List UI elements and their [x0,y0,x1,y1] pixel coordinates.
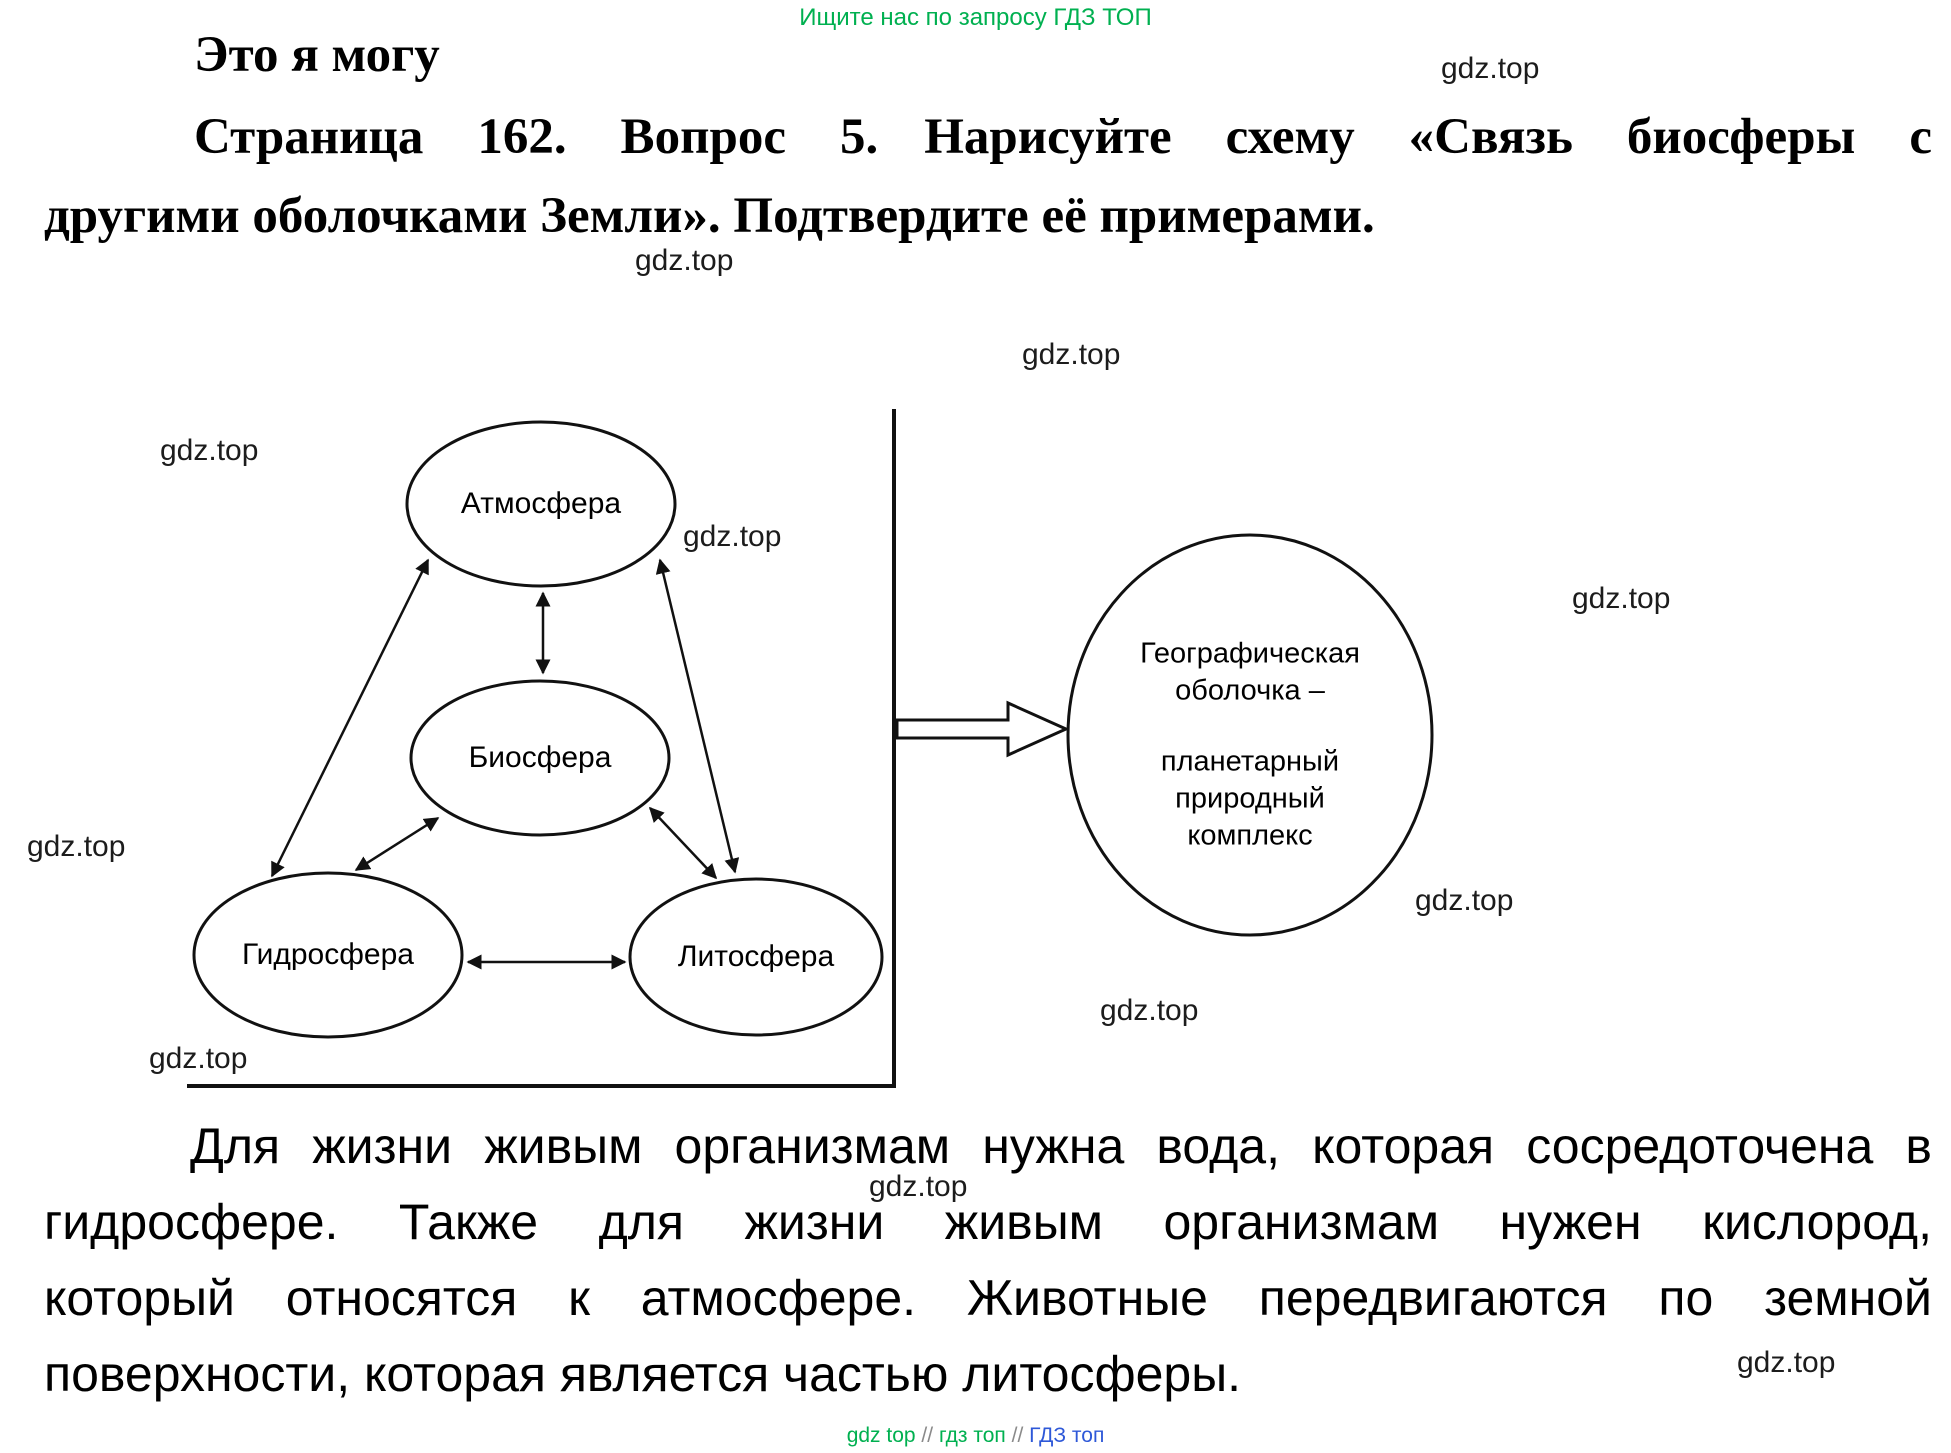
gdz-watermark: gdz.top [1100,994,1199,1027]
lithosphere-ellipse [628,877,884,1037]
gdz-watermark: gdz.top [683,520,782,553]
gdz-watermark: gdz.top [869,1170,968,1203]
gdz-watermark: gdz.top [635,244,734,277]
gdz-watermark: gdz.top [27,830,126,863]
geographic-envelope-label: Географическая оболочка – планетарный пр… [1125,636,1375,855]
node-label-biosphere: Биосфера [468,741,612,774]
biosphere-ellipse [409,679,671,837]
geographic-envelope-label-line2: планетарный природный комплекс [1160,745,1340,852]
gdz-watermark: gdz.top [1737,1346,1836,1379]
arrow-atmosphere-hydrosphere [270,558,430,878]
answer-line-1: Для жизни живым организмам нужна вода, к… [190,1118,1932,1174]
footer-separator: // [1011,1424,1024,1447]
footer: gdz top // гдз топ // ГДЗ топ [0,1424,1951,1448]
geographic-envelope-circle [1066,533,1434,937]
answer-line-3: который относятся к атмосфере. Животные … [44,1270,1932,1326]
gdz-watermark: gdz.top [149,1042,248,1075]
geographic-envelope-label-line1: Географическая оболочка – [1140,637,1360,707]
result-arrow [895,700,1070,758]
footer-link-gdz-top[interactable]: gdz top [846,1424,916,1447]
question-page-ref: Страница 162. Вопрос 5. [194,109,879,165]
node-label-atmosphere: Атмосфера [460,487,622,520]
answer-line-4: поверхности, которая является частью лит… [44,1346,1242,1402]
label-gap [1125,710,1375,744]
gdz-watermark: gdz.top [1441,52,1540,85]
question-task: Нарисуйте схему «Связь биосферы с [924,109,1932,165]
gdz-watermark: gdz.top [1572,582,1671,615]
gdz-watermark: gdz.top [160,434,259,467]
node-label-hydrosphere: Гидросфера [242,938,414,971]
footer-separator: // [921,1424,934,1447]
arrow-atmosphere-lithosphere [655,558,740,874]
arrow-biosphere-lithosphere [648,806,718,880]
answer-block: Для жизни живым организмам нужна вода, к… [44,1108,1932,1412]
footer-link-gdz-top-caps[interactable]: ГДЗ топ [1029,1424,1105,1447]
atmosphere-ellipse [405,420,677,588]
node-label-lithosphere: Литосфера [677,940,835,973]
hydrosphere-ellipse [192,871,464,1039]
top-search-banner: Ищите нас по запросу ГДЗ ТОП [799,4,1152,31]
question-line-2: другими оболочками Земли». Подтвердите е… [44,188,1375,244]
diagram-border [187,409,896,1088]
arrow-biosphere-hydrosphere [354,816,440,872]
section-heading: Это я могу [194,27,440,83]
answer-line-2: гидросфере. Также для жизни живым органи… [44,1194,1932,1250]
question-line-1: Страница 162. Вопрос 5. Нарисуйте схему «… [44,98,1932,177]
footer-link-gdz-top-ru[interactable]: гдз топ [938,1424,1006,1447]
gdz-watermark: gdz.top [1415,884,1514,917]
question-block: Страница 162. Вопрос 5. Нарисуйте схему «… [44,98,1932,256]
gdz-watermark: gdz.top [1022,338,1121,371]
